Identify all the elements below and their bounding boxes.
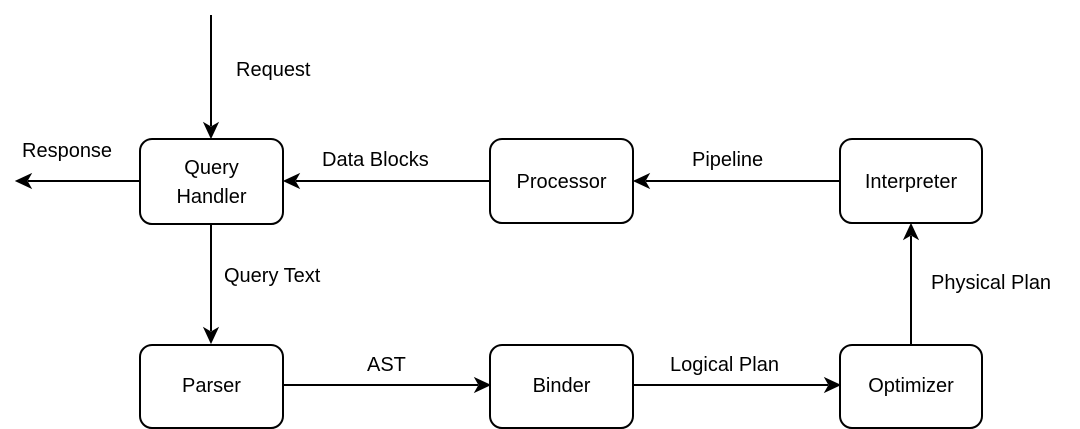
edge-physical-plan-arrowhead bbox=[902, 222, 920, 241]
edge-label-pipeline: Pipeline bbox=[692, 149, 763, 171]
node-binder-label: Binder bbox=[533, 375, 591, 397]
node-parser-box bbox=[139, 344, 284, 429]
edge-label-response: Response bbox=[22, 140, 112, 162]
edge-data-blocks: Data Blocks bbox=[282, 149, 490, 190]
edge-request-arrowhead bbox=[202, 121, 220, 140]
edge-request: Request bbox=[202, 15, 311, 140]
node-query-handler-label-line-2: Handler bbox=[176, 186, 246, 208]
node-binder-box bbox=[489, 344, 634, 429]
edge-ast-arrowhead bbox=[473, 376, 492, 394]
node-processor: Processor bbox=[489, 138, 634, 224]
node-processor-label: Processor bbox=[516, 171, 606, 193]
edge-label-request: Request bbox=[236, 59, 311, 81]
edge-data-blocks-arrowhead bbox=[282, 172, 301, 190]
node-parser-label: Parser bbox=[182, 375, 241, 397]
node-interpreter: Interpreter bbox=[839, 138, 983, 224]
node-binder: Binder bbox=[489, 344, 634, 429]
edge-ast: AST bbox=[284, 354, 492, 394]
edge-response-arrowhead bbox=[14, 172, 33, 190]
node-parser: Parser bbox=[139, 344, 284, 429]
node-processor-box bbox=[489, 138, 634, 224]
edge-physical-plan: Physical Plan bbox=[902, 222, 1051, 345]
node-query-handler-label-line-1: Query bbox=[184, 157, 238, 179]
edge-pipeline: Pipeline bbox=[632, 149, 840, 190]
edge-response: Response bbox=[14, 140, 140, 190]
edge-label-logical-plan: Logical Plan bbox=[670, 354, 779, 376]
node-interpreter-label: Interpreter bbox=[865, 171, 958, 193]
node-optimizer-box bbox=[839, 344, 983, 429]
node-query-handler-box bbox=[139, 138, 284, 225]
edge-label-data-blocks: Data Blocks bbox=[322, 149, 429, 171]
edge-label-physical-plan: Physical Plan bbox=[931, 272, 1051, 294]
edge-label-query-text: Query Text bbox=[224, 265, 321, 287]
edge-logical-plan-arrowhead bbox=[823, 376, 842, 394]
edge-label-ast: AST bbox=[367, 354, 406, 376]
edge-pipeline-arrowhead bbox=[632, 172, 651, 190]
edge-query-text: Query Text bbox=[202, 224, 321, 345]
node-query-handler: Query Handler bbox=[139, 138, 284, 225]
edge-logical-plan: Logical Plan bbox=[634, 354, 842, 394]
node-optimizer-label: Optimizer bbox=[868, 375, 954, 397]
edge-query-text-arrowhead bbox=[202, 326, 220, 345]
node-optimizer: Optimizer bbox=[839, 344, 983, 429]
node-interpreter-box bbox=[839, 138, 983, 224]
